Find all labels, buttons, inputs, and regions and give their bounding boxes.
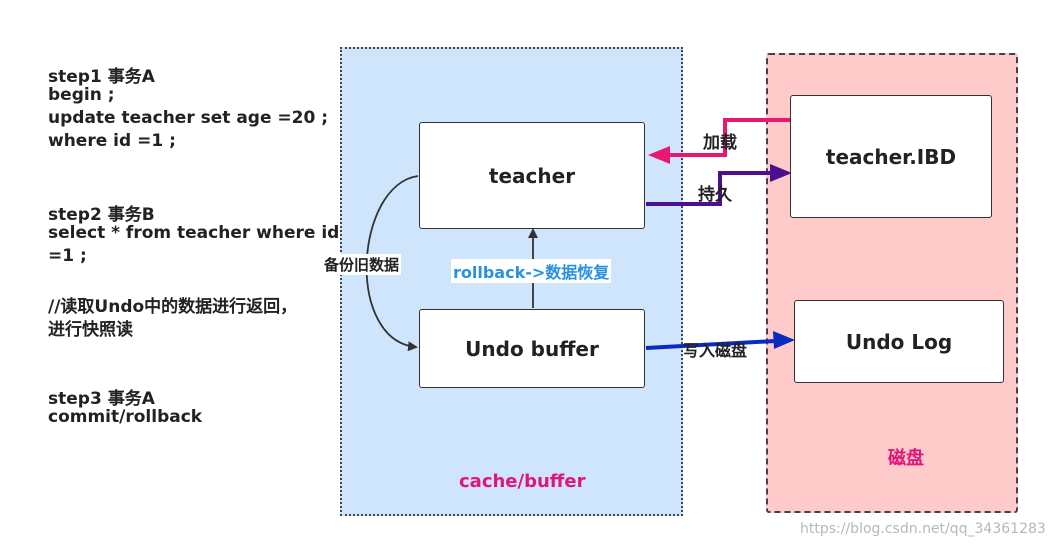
step1-line: begin ; [48,85,115,105]
step1-title: step1 事务A [48,67,155,87]
load-arrowhead [648,146,670,164]
step1-line: update teacher set age =20 ; [48,108,329,128]
persist-arrow [646,171,772,206]
write-disk-arrow [645,339,776,350]
step2-line: =1 ; [48,246,87,266]
backup-label: 备份旧数据 [322,254,402,275]
step2-comment: 进行快照读 [48,320,133,340]
persist-arrowhead [770,164,792,182]
step1-line: where id =1 ; [48,131,176,151]
step3-title: step3 事务A [48,389,155,409]
undo-log-box: Undo Log [794,300,1004,383]
write-disk-label: 写入磁盘 [683,341,748,360]
undo-buffer-box: Undo buffer [419,309,645,388]
load-arrow [668,118,790,157]
watermark: https://blog.csdn.net/qq_34361283 [800,521,1046,537]
step3-line: commit/rollback [48,407,203,427]
write-disk-arrowhead [773,331,795,349]
rollback-label: rollback->数据恢复 [451,259,612,283]
cache-buffer-label: cache/buffer [459,471,586,492]
disk-label: 磁盘 [888,448,924,469]
step2-line: select * from teacher where id [48,223,340,243]
persist-label: 持久 [698,185,732,205]
step2-title: step2 事务B [48,205,155,225]
step2-comment: //读取Undo中的数据进行返回， [48,297,298,317]
load-label: 加载 [703,133,737,153]
teacher-box: teacher [419,122,645,229]
teacher-ibd-box: teacher.IBD [790,95,992,218]
